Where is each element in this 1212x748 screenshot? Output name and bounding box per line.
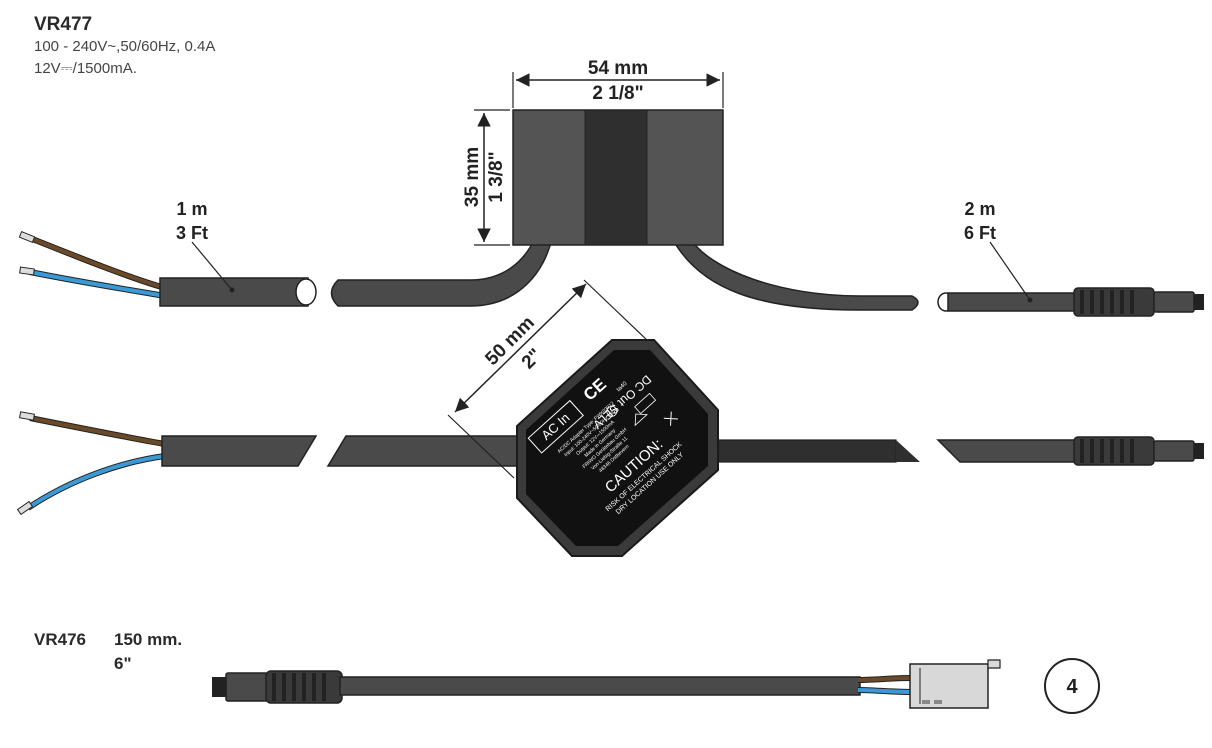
model-code: VR477 bbox=[34, 14, 93, 35]
left-cable-length-m: 1 m bbox=[176, 199, 207, 219]
friwo-logo-icon bbox=[634, 392, 657, 415]
top-view: 54 mm 2 1/8" 35 mm 1 3/8" 1 m 3 Ft 2 m 6… bbox=[18, 58, 1204, 317]
height-mm: 35 mm bbox=[462, 147, 483, 207]
extension-length-mm: 150 mm. bbox=[114, 630, 183, 649]
input-spec: 100 - 240V~,50/60Hz, 0.4A bbox=[34, 38, 216, 55]
brown-wire bbox=[29, 236, 166, 290]
dc-connector bbox=[1073, 287, 1204, 317]
figure-number-badge: 4 bbox=[1044, 658, 1100, 714]
height-in: 1 3/8" bbox=[486, 151, 507, 202]
diag-in: 2" bbox=[518, 345, 547, 374]
width-mm: 54 mm bbox=[588, 58, 648, 79]
right-cable-length-ft: 6 Ft bbox=[964, 223, 996, 243]
blue-wire bbox=[29, 270, 166, 298]
extension-length-in: 6" bbox=[114, 654, 132, 673]
extension-model: VR476 bbox=[34, 630, 86, 649]
adapter-housing-top bbox=[512, 109, 724, 246]
white-connector bbox=[909, 659, 1001, 709]
side-view: AC In CE DC Out SELV AC/DC Adapter Type:… bbox=[16, 279, 1204, 557]
adapter-octagon: AC In CE DC Out SELV AC/DC Adapter Type:… bbox=[516, 339, 719, 557]
left-cable-length-ft: 3 Ft bbox=[176, 223, 208, 243]
left-cable bbox=[159, 277, 309, 307]
dc-connector-side bbox=[1073, 436, 1204, 466]
width-in: 2 1/8" bbox=[592, 83, 643, 104]
extension-cable bbox=[212, 659, 1001, 709]
output-spec: 12V⎓/1500mA. bbox=[34, 60, 137, 77]
polarity-icon bbox=[606, 405, 618, 417]
right-cable bbox=[947, 292, 1079, 312]
right-cable-length-m: 2 m bbox=[964, 199, 995, 219]
indoor-use-icon bbox=[634, 413, 649, 427]
figure-number: 4 bbox=[1066, 676, 1078, 698]
